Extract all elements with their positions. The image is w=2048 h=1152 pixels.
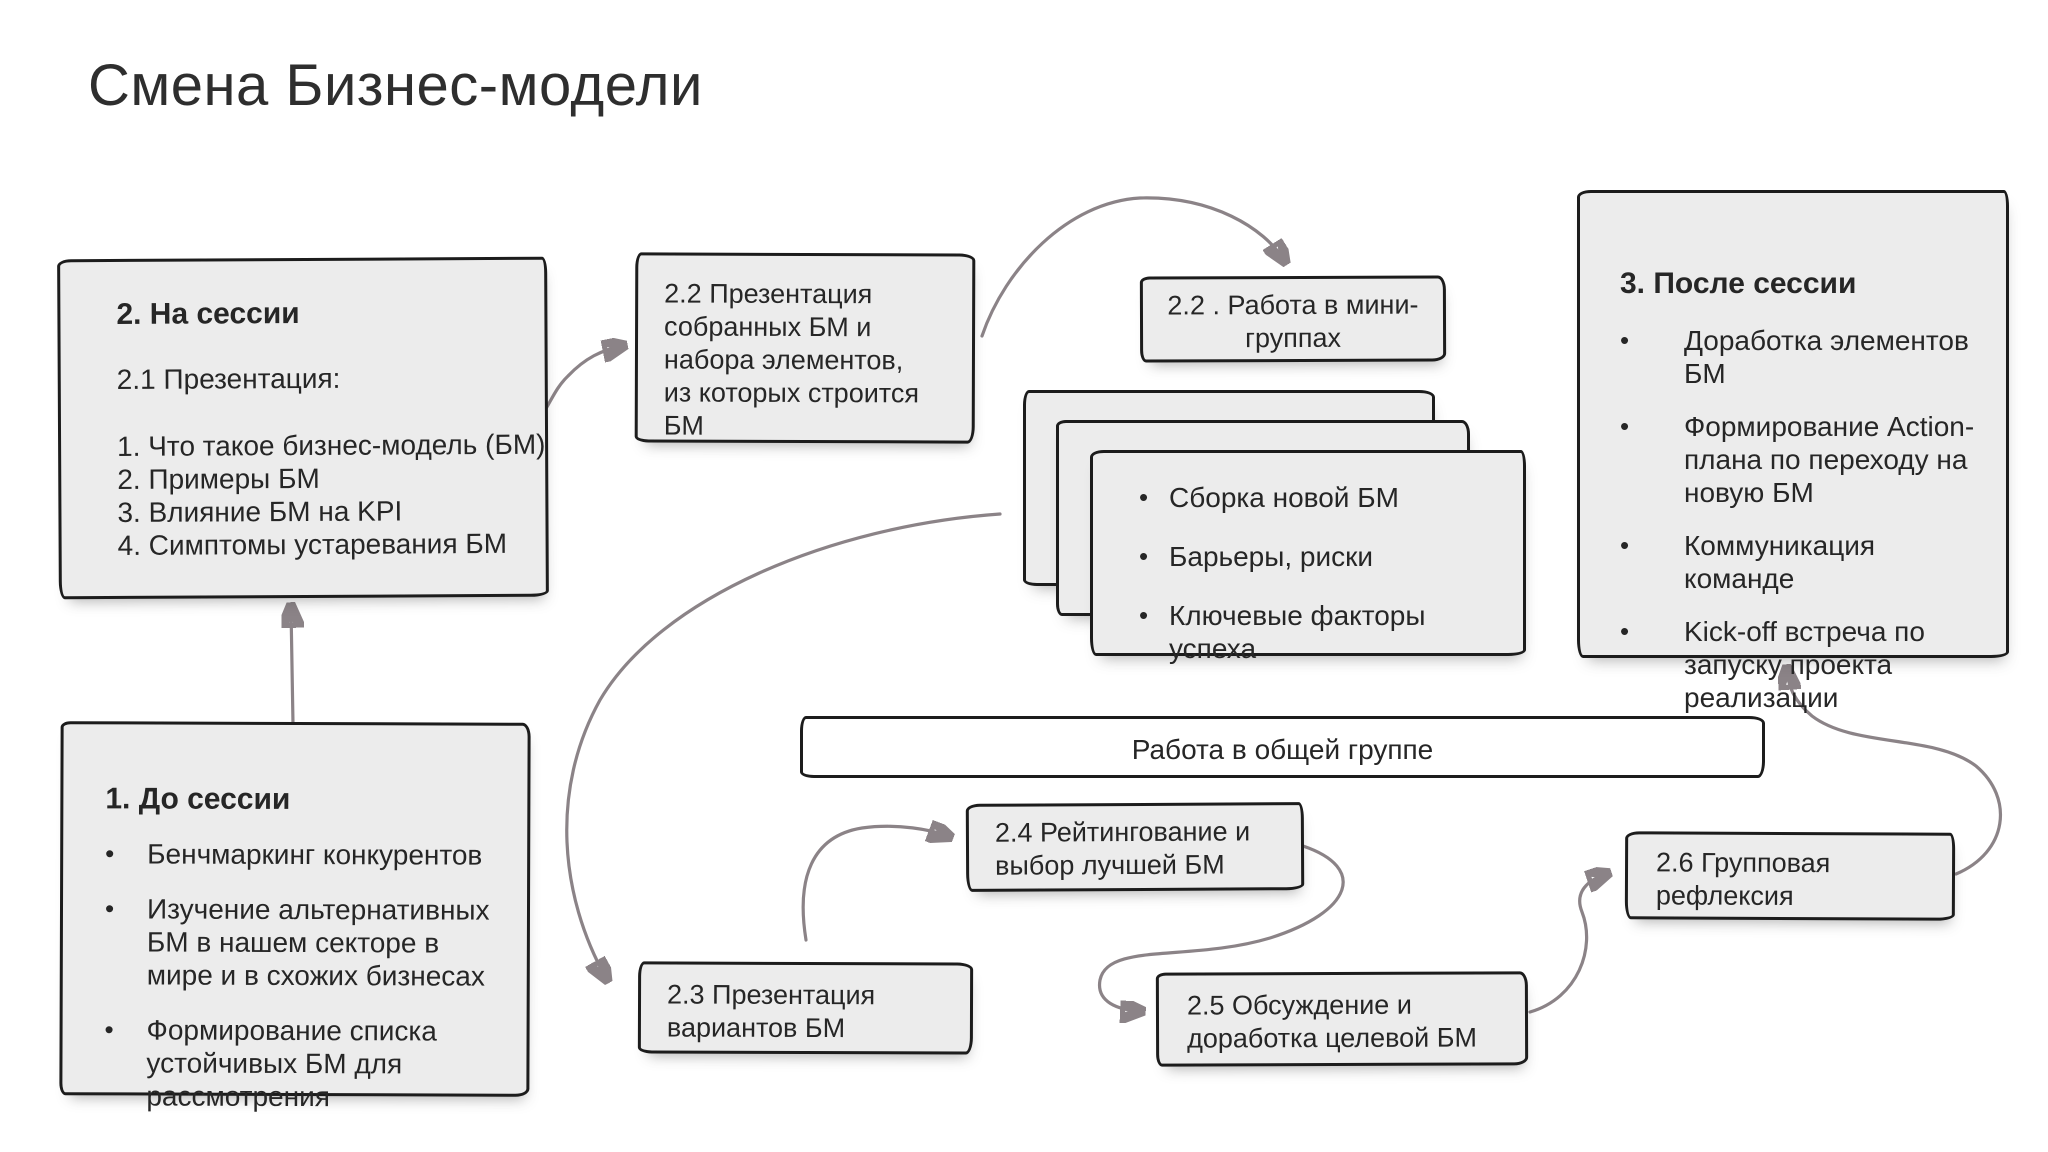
list-item: Барьеры, риски <box>1169 541 1374 573</box>
box-mini-groups-line: группах <box>1245 322 1342 354</box>
box-variants-line: 2.3 Презентация <box>666 979 876 1011</box>
list-item: 1. Что такое бизнес-модель (БМ) <box>117 428 546 462</box>
list-item: 2. Примеры БМ <box>117 462 320 495</box>
box-on-session-heading: 2. На сессии <box>116 297 300 331</box>
bullet-icon: • <box>104 1013 114 1044</box>
box-presentation-bm: 2.2 Презентация собранных БМ и набора эл… <box>634 252 976 444</box>
box-mini-group-tasks: • Сборка новой БМ • Барьеры, риски • Клю… <box>1090 450 1526 664</box>
bar-common-group: Работа в общей группе <box>800 716 1765 778</box>
box-discussion-line: доработка целевой БМ <box>1187 1022 1478 1054</box>
bullet-icon: • <box>104 892 115 923</box>
box-reflection-line: рефлексия <box>1655 880 1794 911</box>
list-item: Сборка новой БМ <box>1169 482 1399 513</box>
bullet-icon: • <box>1139 541 1149 572</box>
box-presentation-bm-line: 2.2 Презентация <box>664 278 873 310</box>
box-rating-line: выбор лучшей БМ <box>995 849 1225 881</box>
box-after-session: 3. После сессии • Доработка элементов БМ… <box>1577 190 2009 713</box>
bullet-icon: • <box>1620 410 1630 441</box>
list-item: Доработка элементов БМ <box>1684 324 1969 389</box>
arrow-discussion-to-reflection-icon <box>1528 874 1606 1014</box>
list-item: Изучение альтернативных БМ в нашем секто… <box>146 893 490 992</box>
box-on-session: 2. На сессии 2.1 Презентация: 1. Что так… <box>57 256 549 600</box>
box-presentation-bm-line: набора элементов, <box>663 344 904 376</box>
bar-common-group-label: Работа в общей группе <box>1131 734 1434 765</box>
box-variants-line: вариантов БМ <box>666 1012 846 1044</box>
box-rating-line: 2.4 Рейтингование и <box>994 816 1251 848</box>
box-discussion-line: 2.5 Обсуждение и <box>1186 989 1412 1021</box>
box-reflection: 2.6 Групповая рефлексия <box>1624 831 1956 921</box>
box-mini-groups-line: 2.2 . Работа в мини- <box>1167 289 1419 321</box>
arrow-variants-to-rating-icon <box>801 826 948 942</box>
box-after-session-heading: 3. После сессии <box>1620 267 1857 300</box>
list-item: Ключевые факторы успеха <box>1169 600 1426 665</box>
box-on-session-subheading: 2.1 Презентация: <box>116 362 341 395</box>
list-item: 4. Симптомы устаревания БМ <box>117 527 508 561</box>
box-discussion: 2.5 Обсуждение и доработка целевой БМ <box>1155 971 1529 1067</box>
box-variants: 2.3 Презентация вариантов БМ <box>637 961 974 1055</box>
box-presentation-bm-line: из которых строится <box>663 377 920 409</box>
box-before-session: 1. До сессии • Бенчмаркинг конкурентов •… <box>59 721 531 1112</box>
list-item: 3. Влияние БМ на KPI <box>117 495 403 528</box>
bullet-icon: • <box>1139 600 1149 631</box>
list-item: Бенчмаркинг конкурентов <box>147 837 483 871</box>
bullet-icon: • <box>1620 615 1630 646</box>
bullet-icon: • <box>1620 324 1630 355</box>
list-item: Kick-off встреча по запуску проекта реал… <box>1684 615 1925 713</box>
box-mini-groups: 2.2 . Работа в мини- группах <box>1139 275 1447 363</box>
box-rating: 2.4 Рейтингование и выбор лучшей БМ <box>965 802 1305 892</box>
arrow-before-session-to-on-session-icon <box>291 608 293 726</box>
list-item: Коммуникация команде <box>1684 529 1876 594</box>
box-presentation-bm-line: БМ <box>663 410 705 441</box>
box-before-session-heading: 1. До сессии <box>105 782 291 816</box>
page-title: Смена Бизнес-модели <box>88 53 703 118</box>
box-reflection-line: 2.6 Групповая <box>1655 847 1831 879</box>
bullet-icon: • <box>1139 482 1149 512</box>
bullet-icon: • <box>105 837 115 868</box>
list-item: Формирование Action- плана по переходу н… <box>1684 410 1975 508</box>
list-item: Формирование списка устойчивых БМ для ра… <box>146 1014 437 1112</box>
bullet-icon: • <box>1620 529 1630 560</box>
box-presentation-bm-line: собранных БМ и <box>664 311 872 343</box>
